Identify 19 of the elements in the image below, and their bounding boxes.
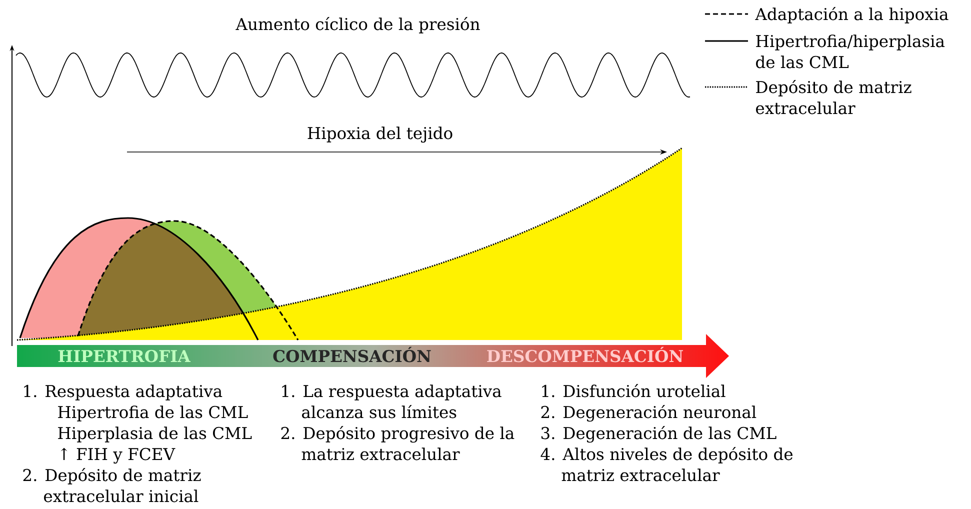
list-item: Hiperplasia de las CML	[58, 426, 252, 442]
legend-text: Adaptación a la hipoxia	[755, 6, 948, 24]
list-item: 1. Respuesta adaptativa	[24, 384, 222, 400]
list-item: 4. Altos niveles de depósito de matriz extracelular	[540, 446, 792, 482]
list-item: 2. Depósito de matriz extracelular inicial	[23, 468, 201, 502]
legend-text: Hipertrofia/hiperplasia de las CML	[756, 34, 945, 68]
list-item: 2. Degeneración neuronal	[541, 404, 756, 422]
list-item: ↑ FIH y FCEV	[60, 448, 176, 464]
list-item: 1. La respuesta adaptativa alcanza sus límites	[282, 384, 502, 418]
phase-label: COMPENSACIÓN	[273, 346, 431, 362]
list-item: 3. Degeneración de las CML	[541, 426, 776, 443]
title: Aumento cíclico de la presión	[236, 16, 480, 34]
list-item: Hipertrofia de las CML	[58, 406, 248, 422]
list-item: 2. Depósito progresivo de la matriz extracelular	[281, 426, 514, 460]
list-item: 1. Disfunción urotelial	[542, 384, 726, 398]
legend-text: Depósito de matriz extracelular	[756, 80, 912, 114]
phase-label: DESCOMPENSACIÓN	[487, 346, 683, 362]
arrow-label: Hipoxia del tejido	[308, 126, 452, 143]
phase-label: HIPERTROFIA	[58, 350, 191, 362]
